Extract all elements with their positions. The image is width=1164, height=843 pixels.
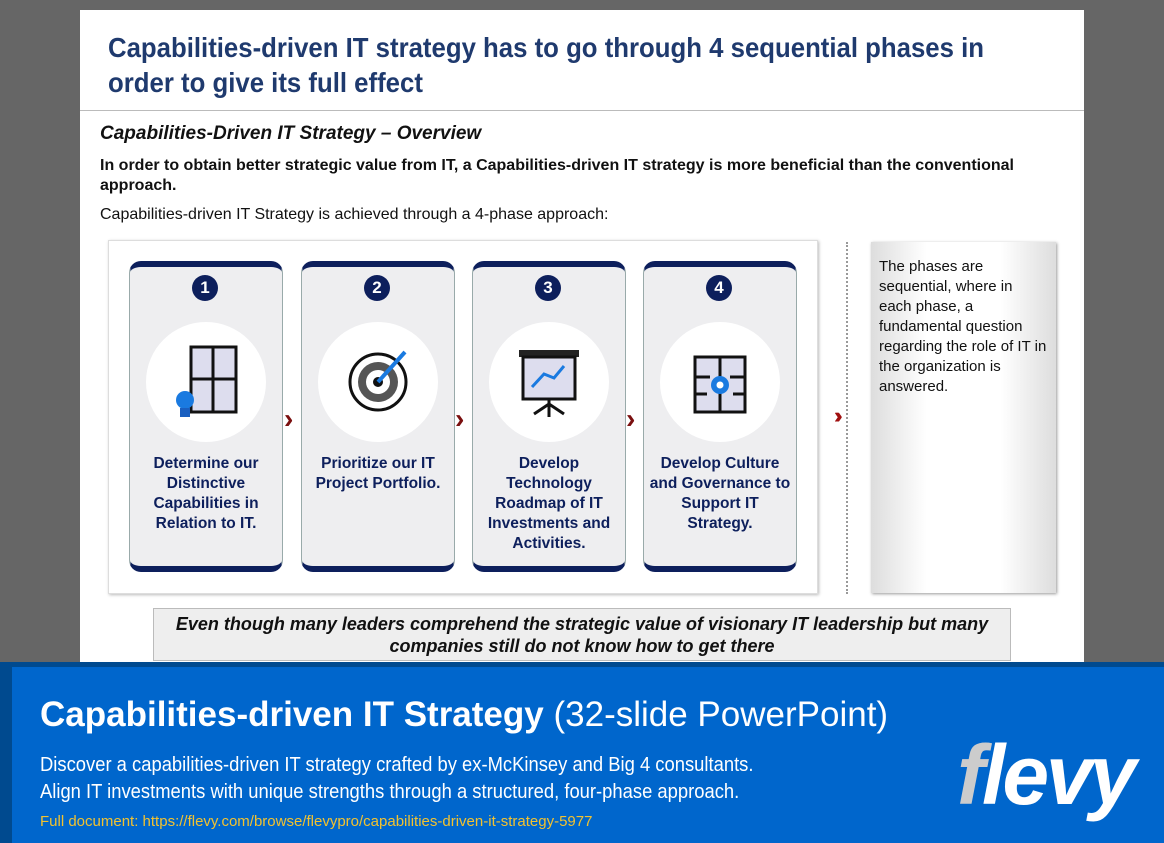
banner-title: Capabilities-driven IT Strategy (32-slid… — [40, 695, 888, 735]
phase-number: 3 — [535, 275, 561, 301]
phase-card-2: 2 Prioritize our IT Project Portfolio. — [301, 261, 455, 572]
banner-title-suffix: (32-slide PowerPoint) — [553, 695, 889, 734]
phase-text: Develop Technology Roadmap of IT Investm… — [487, 455, 611, 552]
chevron-right-icon: › — [626, 403, 636, 434]
promo-banner: Capabilities-driven IT Strategy (32-slid… — [0, 662, 1164, 843]
banner-line-1: Discover a capabilities-driven IT strate… — [40, 754, 754, 776]
note-box: The phases are sequential, where in each… — [871, 242, 1056, 593]
phase-card-1: 1 Determine our Distinctive Capabilities… — [129, 261, 283, 572]
puzzle-lightbulb-icon — [176, 345, 238, 417]
phase-card-3: 3 Develop Technology Roadmap of IT Inves… — [472, 261, 626, 572]
slide-title: Capabilities-driven IT strategy has to g… — [108, 32, 985, 98]
brain-gear-icon — [693, 355, 747, 414]
chevron-right-icon: › — [284, 403, 294, 434]
banner-line-2: Align IT investments with unique strengt… — [40, 781, 740, 803]
presentation-board-icon — [519, 350, 579, 417]
intro-text: Capabilities-driven IT Strategy is achie… — [100, 206, 609, 223]
phase-text: Determine our Distinctive Capabilities i… — [153, 455, 259, 532]
phase-text: Prioritize our IT Project Portfolio. — [315, 455, 441, 492]
slide: Capabilities-driven IT strategy has to g… — [80, 10, 1084, 843]
flevy-logo: flevy — [957, 728, 1136, 822]
slide-subtitle: Capabilities-Driven IT Strategy – Overvi… — [100, 123, 482, 144]
dotted-separator — [846, 242, 848, 594]
divider — [80, 110, 1084, 111]
target-arrow-icon — [348, 350, 408, 412]
double-chevron-right-icon: ›› — [834, 403, 842, 428]
quote-box: Even though many leaders comprehend the … — [153, 608, 1011, 661]
phase-text: Develop Culture and Governance to Suppor… — [649, 455, 791, 532]
phase-number: 1 — [192, 275, 218, 301]
phase-card-4: 4 Develop Culture and Governance to Supp… — [643, 261, 797, 572]
banner-title-main: Capabilities-driven IT Strategy — [40, 695, 544, 734]
phase-number: 4 — [706, 275, 732, 301]
document-link[interactable]: Full document: https://flevy.com/browse/… — [40, 813, 593, 830]
phases-frame — [108, 240, 818, 594]
phase-number: 2 — [364, 275, 390, 301]
chevron-right-icon: › — [455, 403, 465, 434]
lead-text: In order to obtain better strategic valu… — [100, 157, 1014, 194]
banner-description: Discover a capabilities-driven IT strate… — [40, 752, 868, 806]
